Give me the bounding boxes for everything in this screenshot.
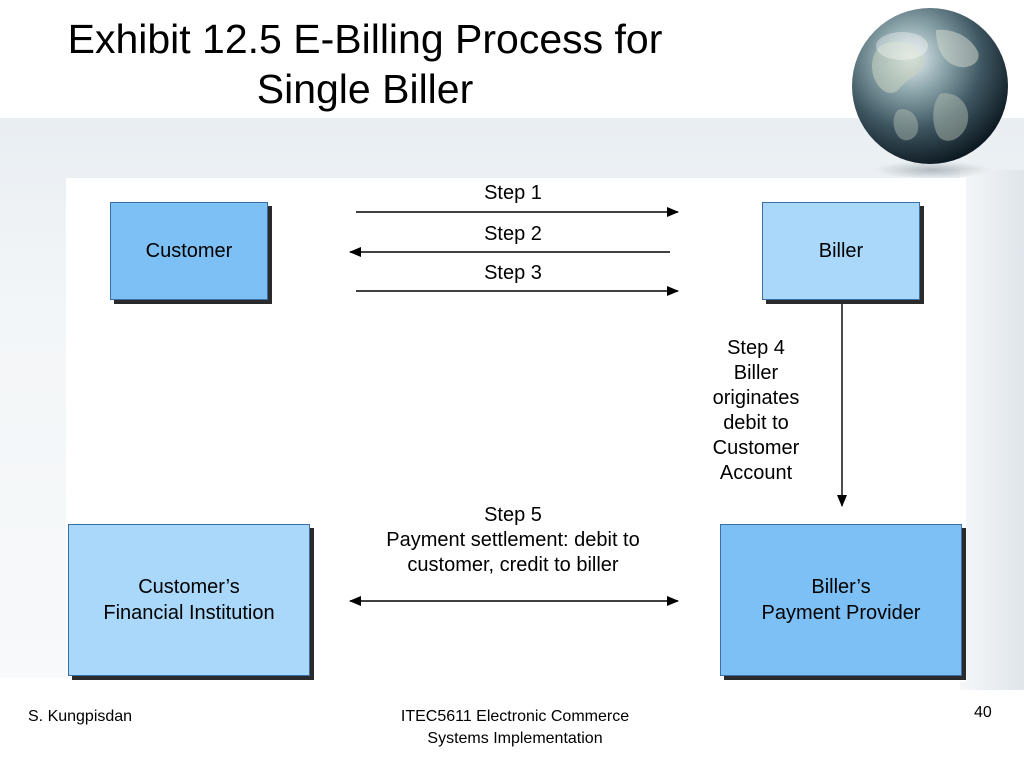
node-customer: Customer — [110, 202, 268, 300]
node-biller: Biller — [762, 202, 920, 300]
label-step1: Step 1 — [484, 182, 542, 204]
slide-title-line-2: Single Biller — [256, 66, 474, 112]
footer-course: ITEC5611 Electronic Commerce Systems Imp… — [340, 706, 690, 750]
footer-course-line-1: ITEC5611 Electronic Commerce — [400, 708, 630, 725]
node-biller-label: Biller — [818, 240, 864, 262]
label-step3: Step 3 — [484, 262, 542, 284]
label-step2: Step 2 — [484, 223, 542, 245]
node-customer-fi-line-2: Financial Institution — [103, 602, 275, 624]
footer-author: S. Kungpisdan — [28, 708, 133, 725]
label-step5: Step 5 Payment settlement: debit to cust… — [353, 503, 673, 578]
label-step4-line-1: Step 4 — [727, 337, 785, 359]
label-step4: Step 4 Biller originates debit to Custom… — [686, 336, 826, 486]
label-step5-line-3: customer, credit to biller — [407, 554, 619, 576]
label-step5-line-2: Payment settlement: debit to — [386, 529, 640, 551]
label-step4-line-5: Customer — [712, 437, 800, 459]
node-customer-financial-institution: Customer’s Financial Institution — [68, 524, 310, 676]
label-step4-line-4: debit to — [723, 412, 789, 434]
globe-icon — [840, 6, 1020, 182]
node-biller-pp-line-2: Payment Provider — [761, 602, 921, 624]
node-customer-label: Customer — [145, 240, 233, 262]
label-step4-line-2: Biller — [733, 362, 779, 384]
page-number: 40 — [974, 704, 992, 721]
node-biller-payment-provider: Biller’s Payment Provider — [720, 524, 962, 676]
node-customer-fi-line-1: Customer’s — [138, 576, 240, 598]
node-biller-pp-line-1: Biller’s — [811, 576, 871, 598]
background-band-right — [960, 170, 1024, 690]
label-step5-line-1: Step 5 — [484, 504, 542, 526]
label-step4-line-6: Account — [719, 462, 793, 484]
slide-title-line-1: Exhibit 12.5 E-Billing Process for — [67, 16, 663, 62]
label-step4-line-3: originates — [712, 387, 800, 409]
footer-course-line-2: Systems Implementation — [427, 730, 603, 747]
slide-title: Exhibit 12.5 E-Billing Process for Singl… — [0, 14, 730, 114]
